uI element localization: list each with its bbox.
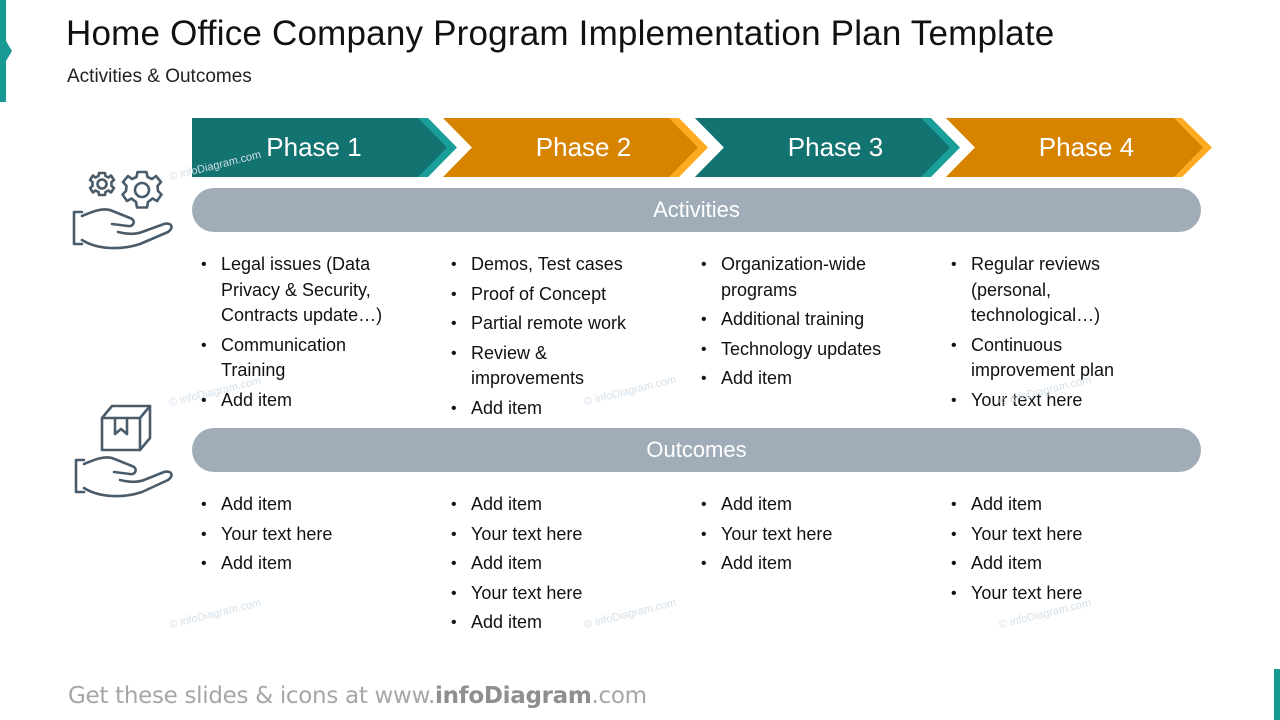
list-item: •Your text here bbox=[943, 522, 1158, 548]
gears-in-hand-icon bbox=[72, 170, 173, 250]
phase-label: Phase 3 bbox=[787, 132, 884, 162]
activities-phase-4-list: •Regular reviews (personal, technologica… bbox=[943, 252, 1158, 417]
phase-4-chevron: Phase 4 bbox=[946, 118, 1216, 177]
left-accent-notch bbox=[6, 41, 12, 61]
list-item: •Your text here bbox=[693, 522, 913, 548]
bullet-icon: • bbox=[201, 496, 207, 513]
bullet-icon: • bbox=[951, 555, 957, 572]
list-item: •Add item bbox=[193, 388, 403, 414]
bullet-icon: • bbox=[951, 496, 957, 513]
bullet-icon: • bbox=[701, 340, 707, 358]
list-item: •Demos, Test cases bbox=[443, 252, 658, 278]
chevron-shape bbox=[443, 118, 708, 177]
list-item: •Add item bbox=[943, 492, 1158, 518]
phase-2-chevron: Phase 2 bbox=[443, 118, 713, 177]
chevron-shape bbox=[695, 118, 960, 177]
watermark: © infoDiagram.com bbox=[167, 596, 263, 632]
phase-label: Phase 2 bbox=[535, 132, 632, 162]
list-item: •Your text here bbox=[943, 388, 1158, 414]
right-accent-bar bbox=[1274, 669, 1280, 720]
list-item: •Add item bbox=[693, 492, 913, 518]
list-item: •Add item bbox=[693, 366, 913, 392]
footer-credit: Get these slides & icons at www.infoDiag… bbox=[68, 683, 647, 709]
list-item: •Add item bbox=[193, 551, 403, 577]
list-item: •Add item bbox=[943, 551, 1158, 577]
chevron-shape bbox=[946, 118, 1212, 177]
bullet-icon: • bbox=[701, 311, 707, 328]
bullet-icon: • bbox=[951, 584, 957, 602]
bullet-icon: • bbox=[451, 525, 457, 543]
bullet-icon: • bbox=[451, 584, 457, 602]
list-item: •Communication Training bbox=[201, 334, 347, 381]
activities-phase-1-list: •Legal issues (Data Privacy & Security, … bbox=[193, 252, 403, 417]
bullet-icon: • bbox=[451, 399, 457, 417]
outcomes-phase-4-list: •Add item •Your text here •Add item •You… bbox=[943, 492, 1158, 610]
bullet-icon: • bbox=[701, 555, 707, 572]
bullet-icon: • bbox=[451, 496, 457, 513]
box-in-hand-icon bbox=[74, 404, 173, 498]
bullet-icon: • bbox=[201, 555, 207, 572]
bullet-icon: • bbox=[951, 256, 957, 273]
chevron-shape bbox=[192, 118, 457, 177]
bullet-icon: • bbox=[451, 614, 457, 631]
list-item: •Add item bbox=[193, 492, 403, 518]
list-item: •Legal issues (Data Privacy & Security, … bbox=[201, 254, 383, 325]
bullet-icon: • bbox=[701, 256, 707, 273]
outcomes-phase-1-list: •Add item •Your text here •Add item bbox=[193, 492, 403, 581]
page-title: Home Office Company Program Implementati… bbox=[66, 14, 1055, 53]
activities-phase-3-list: •Organization-wide programs •Additional … bbox=[693, 252, 913, 396]
outcomes-phase-2-list: •Add item •Your text here •Add item •You… bbox=[443, 492, 658, 640]
list-item: •Technology updates bbox=[693, 337, 913, 363]
activities-header-bar: Activities bbox=[192, 188, 1201, 232]
page-subtitle: Activities & Outcomes bbox=[67, 66, 252, 87]
list-item: •Regular reviews (personal, technologica… bbox=[951, 254, 1101, 325]
phase-1-chevron: Phase 1 bbox=[192, 118, 462, 177]
outcomes-header-bar: Outcomes bbox=[192, 428, 1201, 472]
list-item: •Additional training bbox=[693, 307, 913, 333]
bullet-icon: • bbox=[701, 370, 707, 387]
bullet-icon: • bbox=[201, 391, 207, 409]
phase-label: Phase 4 bbox=[1038, 132, 1135, 162]
list-item: •Continuous improvement plan bbox=[951, 334, 1115, 381]
bullet-icon: • bbox=[701, 496, 707, 513]
list-item: •Organization-wide programs bbox=[701, 254, 867, 300]
list-item: •Partial remote work bbox=[443, 311, 658, 337]
bullet-icon: • bbox=[201, 256, 207, 273]
left-accent-bar bbox=[0, 0, 6, 102]
bullet-icon: • bbox=[951, 336, 957, 354]
phase-label: Phase 1 bbox=[266, 132, 362, 162]
bullet-icon: • bbox=[951, 525, 957, 543]
footer-brand: infoDiagram bbox=[434, 683, 592, 709]
bullet-icon: • bbox=[451, 315, 457, 332]
list-item: •Your text here bbox=[443, 522, 658, 548]
bullet-icon: • bbox=[701, 525, 707, 543]
activities-phase-2-list: •Demos, Test cases •Proof of Concept •Pa… bbox=[443, 252, 658, 425]
bullet-icon: • bbox=[201, 525, 207, 543]
list-item: •Your text here bbox=[943, 581, 1158, 607]
list-item: •Add item bbox=[443, 610, 658, 636]
list-item: •Add item bbox=[693, 551, 913, 577]
bullet-icon: • bbox=[951, 391, 957, 409]
bullet-icon: • bbox=[451, 256, 457, 273]
list-item: •Add item bbox=[443, 551, 658, 577]
bullet-icon: • bbox=[451, 344, 457, 362]
bullet-icon: • bbox=[451, 285, 457, 303]
bullet-icon: • bbox=[451, 555, 457, 572]
list-item: •Add item bbox=[443, 396, 658, 422]
phase-3-chevron: Phase 3 bbox=[695, 118, 965, 177]
bullet-icon: • bbox=[201, 336, 207, 354]
list-item: •Add item bbox=[443, 492, 658, 518]
list-item: •Review & improvements bbox=[451, 342, 585, 389]
outcomes-phase-3-list: •Add item •Your text here •Add item bbox=[693, 492, 913, 581]
list-item: •Your text here bbox=[193, 522, 403, 548]
list-item: •Your text here bbox=[443, 581, 658, 607]
list-item: •Proof of Concept bbox=[443, 282, 658, 308]
